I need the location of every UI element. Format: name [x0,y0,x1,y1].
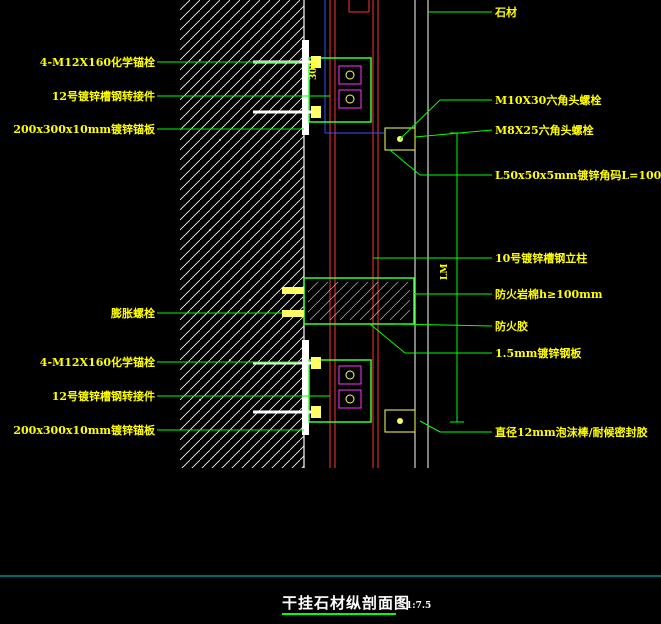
label-bolt-m10: M10X30六角头螺栓 [495,93,601,107]
label-chem-anchor-lower: 4-M12X160化学锚栓 [40,355,155,369]
stone-brackets [384,127,416,433]
label-bolt-m8: M8X25六角头螺栓 [495,123,594,137]
label-column: 10号镀锌槽钢立柱 [495,251,587,265]
concrete-wall [180,0,305,468]
steel-column [324,0,384,468]
label-stone: 石材 [494,5,517,19]
drawing-title: 干挂石材纵剖面图 [282,594,410,612]
label-channel-connector-upper: 12号镀锌槽钢转接件 [52,89,155,103]
dimension-label: LM [440,264,450,280]
label-embed-plate-lower: 200x300x10mm镀锌锚板 [13,423,156,437]
fire-stop [282,277,415,325]
drawing-scale: 1:7.5 [406,601,431,611]
label-fire-glue: 防火胶 [495,319,528,333]
leaders [157,11,493,433]
label-channel-connector-lower: 12号镀锌槽钢转接件 [52,389,155,403]
label-sealant: 直径12mm泡沫棒/耐候密封胶 [495,425,648,439]
label-steel-plate: 1.5mm镀锌钢板 [495,346,582,360]
label-expansion-bolt: 膨胀螺栓 [110,306,155,320]
lower-connection [253,340,372,435]
label-rockwool: 防火岩棉h≥100mm [495,287,603,301]
stone-panel [414,0,429,468]
label-embed-plate-upper: 200x300x10mm镀锌锚板 [13,122,156,136]
dimension-line: LM [440,132,464,423]
label-angle: L50x50x5mm镀锌角码L=100mm [495,168,661,182]
label-chem-anchor-upper: 4-M12X160化学锚栓 [40,55,155,69]
dim-300-upper: 300 [309,61,319,80]
